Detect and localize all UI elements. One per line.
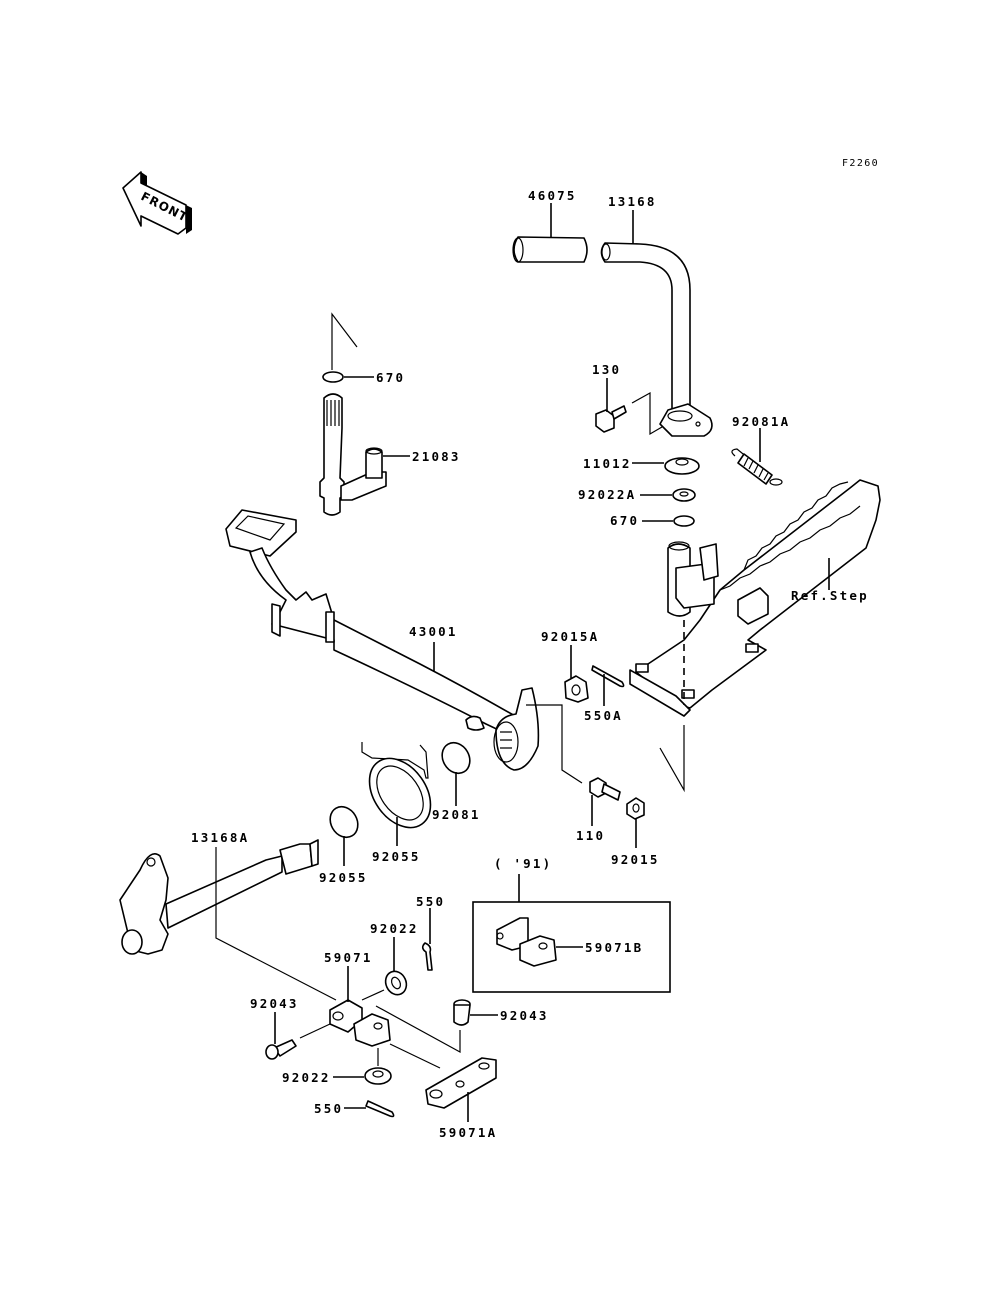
part-13168-handle[interactable]	[600, 242, 713, 437]
part-label-110[interactable]: 110	[576, 828, 605, 843]
part-550A-cotter-pin[interactable]	[591, 665, 625, 688]
part-59071A-link[interactable]	[425, 1057, 497, 1109]
clevis-link-guide	[375, 1005, 461, 1054]
part-label-11012[interactable]: 11012	[583, 456, 632, 471]
variant-box-91	[472, 901, 671, 993]
part-label-92015[interactable]: 92015	[611, 852, 660, 867]
pin-axis-left	[299, 1023, 331, 1039]
part-92055-oring-lower[interactable]	[325, 802, 364, 843]
part-11012-washer[interactable]	[664, 457, 700, 475]
part-92043-pin-right[interactable]	[453, 999, 471, 1026]
part-label-13168A[interactable]: 13168A	[191, 830, 249, 845]
part-label-130[interactable]: 130	[592, 362, 621, 377]
part-550-cotter-pin-upper[interactable]	[421, 942, 433, 971]
part-92043-pin-left[interactable]	[265, 1039, 297, 1060]
part-92081A-spring[interactable]	[731, 448, 783, 486]
part-label-550-upper[interactable]: 550	[416, 894, 445, 909]
leader-92022-upper-axis	[361, 989, 385, 1001]
part-label-92022-lower[interactable]: 92022	[282, 1070, 331, 1085]
pedal-axis-guide	[526, 704, 583, 784]
part-59071-clevis[interactable]	[329, 999, 391, 1047]
part-92022-washer-upper[interactable]	[382, 968, 410, 998]
part-label-92022-upper[interactable]: 92022	[370, 921, 419, 936]
part-label-550A[interactable]: 550A	[584, 708, 623, 723]
part-label-59071[interactable]: 59071	[324, 950, 373, 965]
part-label-92055-upper[interactable]: 92081	[432, 807, 481, 822]
part-110-bolt[interactable]	[589, 777, 621, 801]
front-arrow-icon: FRONT	[122, 171, 192, 235]
part-label-670-right[interactable]: 670	[610, 513, 639, 528]
part-92022-washer-lower[interactable]	[364, 1067, 392, 1085]
part-59071B-bracket[interactable]	[496, 917, 557, 967]
part-label-43001[interactable]: 43001	[409, 624, 458, 639]
part-92055-oring-upper[interactable]	[437, 738, 476, 779]
part-13168A-shaft[interactable]	[119, 839, 319, 955]
part-label-92055-lower[interactable]: 92055	[319, 870, 368, 885]
part-label-92081[interactable]: 92055	[372, 849, 421, 864]
part-label-46075[interactable]: 46075	[528, 188, 577, 203]
part-label-21083[interactable]: 21083	[412, 449, 461, 464]
part-label-92043-right[interactable]: 92043	[500, 1008, 549, 1023]
leader-670-left-guide	[331, 312, 358, 370]
step-mount-guide	[659, 725, 685, 793]
part-670-oring-right[interactable]	[673, 515, 695, 527]
part-92015-nut[interactable]	[626, 797, 645, 820]
part-130-bolt[interactable]	[595, 405, 627, 433]
part-label-59071A[interactable]: 59071A	[439, 1125, 497, 1140]
part-92022A-washer[interactable]	[672, 488, 696, 502]
part-label-92043-left[interactable]: 92043	[250, 996, 299, 1011]
variant-box-label: ( '91)	[494, 856, 552, 871]
diagram-code: F2260	[842, 158, 879, 169]
part-92081-spring[interactable]	[357, 742, 443, 839]
part-21083-shaft[interactable]	[319, 393, 387, 516]
part-label-550-lower[interactable]: 550	[314, 1101, 343, 1116]
part-label-13168[interactable]: 13168	[608, 194, 657, 209]
part-label-670-left[interactable]: 670	[376, 370, 405, 385]
leader-130-guide	[631, 391, 663, 436]
part-label-92022A[interactable]: 92022A	[578, 487, 636, 502]
part-46075-grip[interactable]	[512, 236, 588, 263]
leader-13168A-guide	[215, 847, 337, 1001]
part-ref-step-footrest[interactable]	[629, 479, 881, 717]
part-label-59071B[interactable]: 59071B	[585, 940, 643, 955]
part-550-cotter-pin-lower[interactable]	[365, 1100, 395, 1118]
part-label-92015A[interactable]: 92015A	[541, 629, 599, 644]
part-43001-brake-pedal[interactable]	[225, 509, 540, 771]
link-axis	[389, 1043, 441, 1069]
part-label-92081A[interactable]: 92081A	[732, 414, 790, 429]
part-label-ref-step[interactable]: Ref.Step	[791, 588, 869, 603]
part-670-oring-left[interactable]	[322, 371, 344, 383]
part-92015A-nut[interactable]	[564, 675, 589, 703]
